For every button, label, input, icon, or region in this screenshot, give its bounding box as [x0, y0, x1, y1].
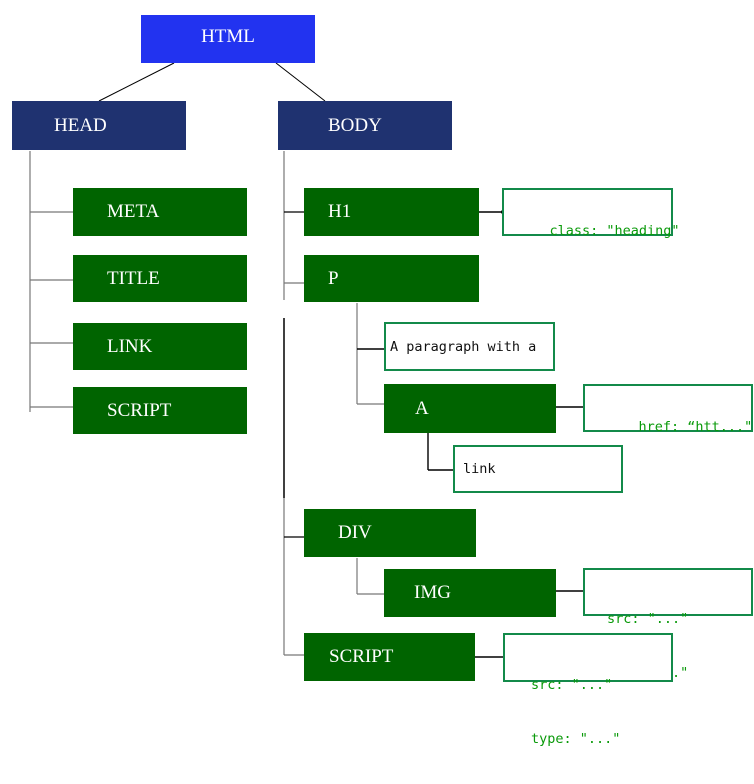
attribute-script-src-text: src: "..." [531, 677, 613, 693]
node-head: HEAD [12, 101, 186, 150]
attribute-script: src: "..." type: "..." [503, 633, 673, 747]
node-h1: H1 [304, 188, 479, 236]
attribute-a-href: href: “htt..." [583, 384, 753, 435]
attribute-img-src-text: src: "..." [607, 611, 689, 627]
node-p: P [304, 255, 479, 302]
node-meta: META [73, 188, 247, 236]
connector-lines [29, 62, 652, 658]
text-node-link-label: link [463, 461, 496, 477]
dom-tree-diagram: HTML HEAD BODY META TITLE LINK SCRIPT H1… [12, 15, 753, 747]
text-node-paragraph-label: A paragraph with a [390, 338, 537, 355]
node-a-label: A [415, 397, 429, 419]
node-a: A [384, 384, 556, 433]
attribute-script-type-text: type: "..." [531, 731, 621, 747]
node-body-label: BODY [328, 114, 382, 136]
node-html: HTML [141, 15, 315, 63]
node-meta-label: META [107, 201, 160, 222]
node-title: TITLE [73, 255, 247, 302]
node-title-label: TITLE [107, 267, 160, 289]
node-div: DIV [304, 509, 476, 557]
text-node-link: link [453, 445, 623, 493]
node-body: BODY [278, 101, 452, 150]
node-h1-label: H1 [328, 201, 352, 222]
attribute-h1-class-text: class: "heading" [549, 223, 680, 239]
node-body-script: SCRIPT [304, 633, 475, 681]
node-html-label: HTML [201, 26, 255, 47]
node-p-label: P [328, 267, 339, 289]
node-img: IMG [384, 569, 556, 617]
node-div-label: DIV [338, 522, 372, 543]
attribute-h1-class: class: "heading" [502, 188, 680, 239]
attribute-img: src: "..." alt: "..." [583, 568, 753, 681]
node-img-label: IMG [414, 582, 451, 603]
text-node-paragraph: A paragraph with a [384, 322, 555, 371]
node-head-script: SCRIPT [73, 387, 247, 434]
node-head-script-label: SCRIPT [107, 399, 172, 421]
node-link-label: LINK [107, 335, 153, 357]
node-body-script-label: SCRIPT [329, 646, 394, 667]
node-head-label: HEAD [54, 114, 107, 136]
node-link: LINK [73, 323, 247, 370]
attribute-a-href-text: href: “htt..." [638, 419, 753, 435]
